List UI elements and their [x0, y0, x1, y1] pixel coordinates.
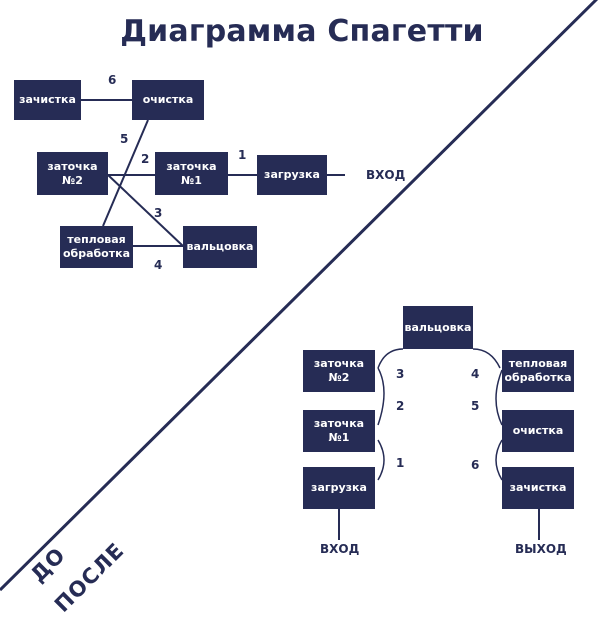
after-step-1: 1 — [396, 456, 405, 470]
arc-valtsovka-left — [377, 348, 404, 369]
after-box-zatochka2-label: заточка №2 — [313, 357, 365, 384]
before-step-4: 4 — [154, 258, 163, 272]
before-box-zatochka2: заточка №2 — [37, 152, 108, 195]
after-box-ochistka: очистка — [502, 410, 574, 452]
before-step-6: 6 — [108, 73, 117, 87]
before-box-valtsovka: вальцовка — [183, 226, 257, 268]
arc-right-4-5 — [495, 369, 503, 426]
after-box-zachistka-label: зачистка — [509, 481, 567, 494]
after-step-3: 3 — [396, 367, 405, 381]
after-box-zatochka1-label: заточка №1 — [313, 417, 365, 444]
before-box-zachistka-label: зачистка — [19, 93, 76, 106]
before-box-teplovaya: тепловая обработка — [60, 226, 133, 268]
before-step-1: 1 — [238, 148, 247, 162]
before-step-5: 5 — [120, 132, 129, 146]
connection-lines — [0, 0, 599, 592]
after-box-ochistka-label: очистка — [512, 424, 564, 437]
arc-right-5-6 — [495, 439, 503, 481]
before-box-ochistka: очистка — [132, 80, 204, 120]
before-box-zagruzka: загрузка — [257, 155, 327, 195]
divider-line — [0, 0, 599, 592]
before-box-zachistka: зачистка — [14, 80, 81, 120]
after-box-zagruzka-label: загрузка — [311, 481, 367, 494]
before-box-zatochka2-label: заточка №2 — [47, 159, 98, 187]
before-box-zatochka1: заточка №1 — [155, 152, 228, 195]
after-box-zatochka2: заточка №2 — [303, 350, 375, 392]
after-input-label: ВХОД — [320, 542, 360, 556]
after-step-4: 4 — [471, 367, 480, 381]
diagram-title: Диаграмма Спагетти — [120, 14, 484, 49]
after-box-valtsovka-label: вальцовка — [404, 320, 472, 334]
after-box-teplovaya-label: тепловая обработка — [504, 357, 572, 384]
after-box-zachistka: зачистка — [502, 467, 574, 509]
before-input-label: ВХОД — [366, 168, 406, 182]
after-step-6: 6 — [471, 458, 480, 472]
before-box-zatochka1-label: заточка №1 — [166, 159, 217, 187]
arc-left-3-2 — [377, 367, 385, 426]
after-box-valtsovka: вальцовка — [403, 306, 473, 349]
after-box-zagruzka: загрузка — [303, 467, 375, 509]
before-box-zagruzka-label: загрузка — [264, 168, 320, 181]
after-output-label: ВЫХОД — [515, 542, 567, 556]
after-box-zatochka1: заточка №1 — [303, 410, 375, 452]
arc-left-2-1 — [377, 439, 385, 481]
flow-line-5 — [102, 119, 149, 227]
after-step-5: 5 — [471, 399, 480, 413]
after-step-2: 2 — [396, 399, 405, 413]
before-step-2: 2 — [141, 152, 150, 166]
before-box-valtsovka-label: вальцовка — [186, 240, 254, 253]
arc-valtsovka-right — [472, 348, 501, 369]
after-box-teplovaya: тепловая обработка — [502, 350, 574, 392]
before-box-teplovaya-label: тепловая обработка — [62, 233, 131, 260]
before-step-3: 3 — [154, 206, 163, 220]
before-box-ochistka-label: очистка — [142, 93, 194, 106]
